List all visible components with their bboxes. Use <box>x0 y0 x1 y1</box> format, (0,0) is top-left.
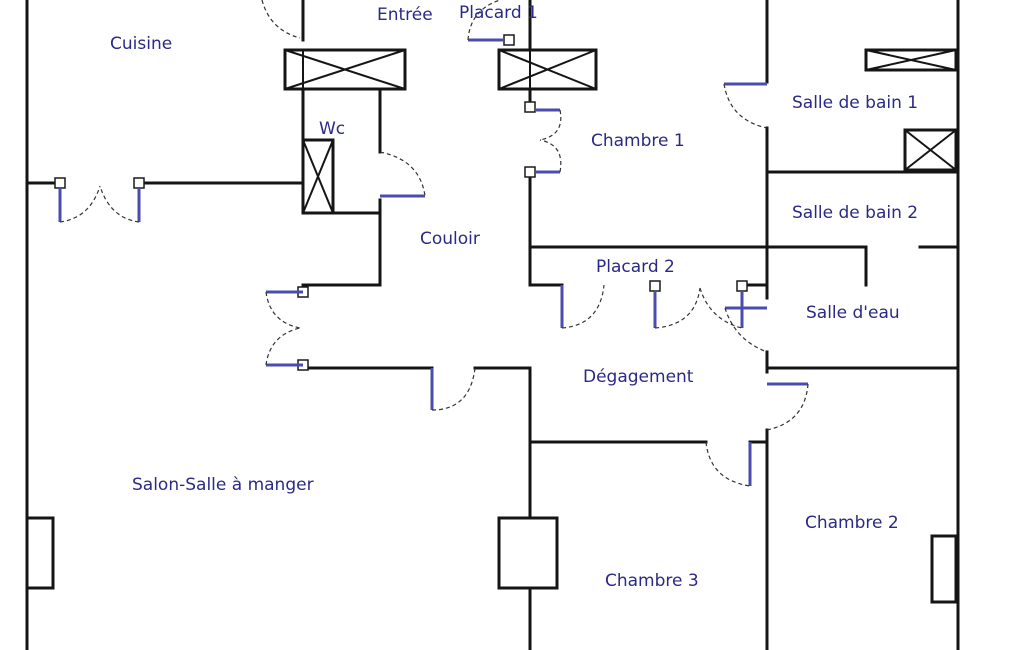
label-placard1: Placard 1 <box>459 3 538 23</box>
cabinet-wc <box>301 138 335 215</box>
cabinet-entree <box>283 48 407 91</box>
door-entree <box>261 0 301 39</box>
label-sdb1: Salle de bain 1 <box>792 93 918 113</box>
door-kitchen-double <box>54 177 145 223</box>
door-chambre2 <box>766 382 809 431</box>
label-couloir: Couloir <box>420 229 480 249</box>
door-wc <box>379 151 426 198</box>
label-placard2: Placard 2 <box>596 257 675 277</box>
door-sdb1 <box>723 82 768 129</box>
doors <box>54 0 809 487</box>
door-placard1 <box>467 0 515 46</box>
door-salon-double <box>265 286 309 371</box>
radiator-chambre3 <box>497 516 559 590</box>
label-chambre2: Chambre 2 <box>805 513 899 533</box>
label-salle-eau: Salle d'eau <box>806 303 900 323</box>
label-salon: Salon-Salle à manger <box>132 475 314 495</box>
radiator-chambre2 <box>930 534 958 604</box>
door-salon <box>430 367 476 411</box>
door-salle-eau <box>724 306 768 353</box>
door-chambre3 <box>705 441 752 487</box>
cabinet-placard1 <box>497 48 598 91</box>
room-labels: Cuisine Entrée Placard 1 Wc Chambre 1 Sa… <box>110 3 918 591</box>
label-chambre3: Chambre 3 <box>605 571 699 591</box>
cabinet-sdb1-bottom <box>903 128 958 172</box>
label-sdb2: Salle de bain 2 <box>792 203 918 223</box>
door-placard2 <box>560 280 748 329</box>
walls <box>25 0 960 650</box>
radiator-salon <box>25 516 55 590</box>
label-chambre1: Chambre 1 <box>591 131 685 151</box>
label-entree: Entrée <box>377 5 433 25</box>
fixtures <box>25 48 958 604</box>
label-wc: Wc <box>319 119 345 139</box>
label-cuisine: Cuisine <box>110 34 172 54</box>
label-degagement: Dégagement <box>583 367 694 387</box>
door-chambre1 <box>524 101 562 178</box>
cabinet-sdb1-top <box>864 48 958 72</box>
